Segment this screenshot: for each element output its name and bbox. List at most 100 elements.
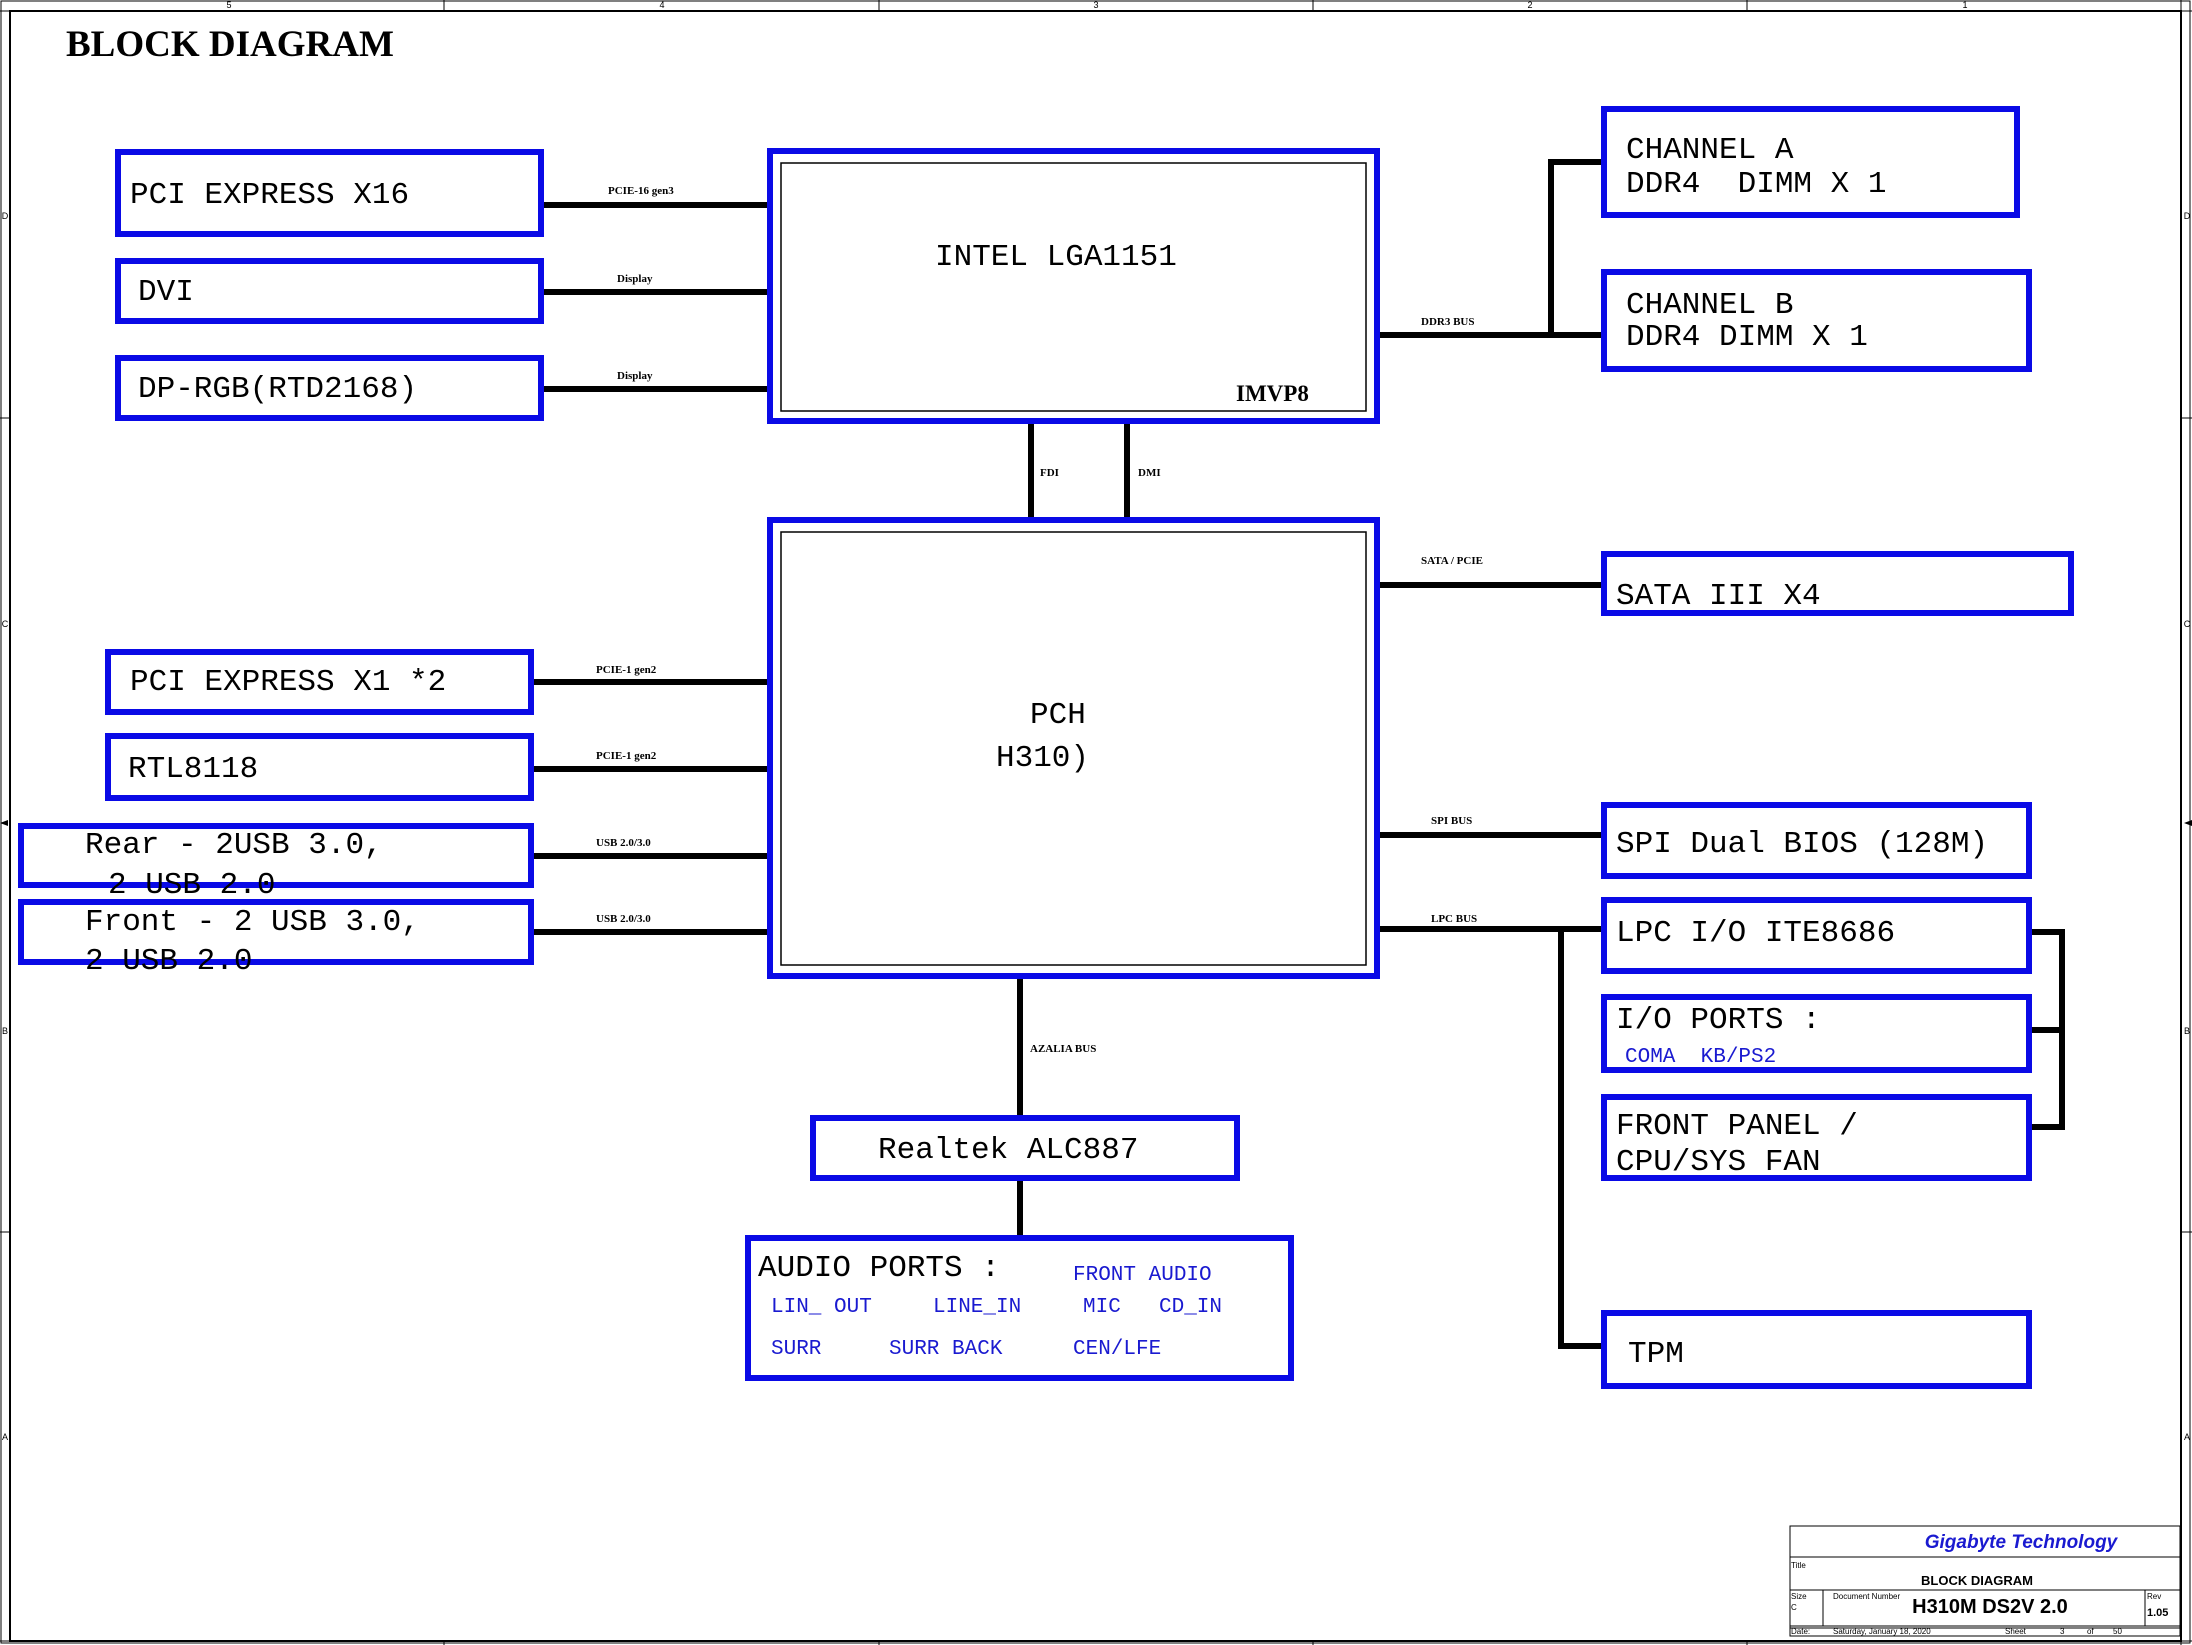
io-ports-list: COMA KB/PS2 [1625,1046,1776,1069]
block-spi-bios[interactable]: SPI Dual BIOS (128M) [1601,802,2032,879]
block-label: Realtek ALC887 [878,1133,1138,1168]
block-label: DDR4 DIMM X 1 [1626,167,1886,202]
row-dividers [0,417,2192,1233]
block-usb-front[interactable]: Front - 2 USB 3.0, 2 USB 2.0 [18,899,534,979]
block-pch[interactable]: PCH H310) [767,517,1380,979]
block-label: 2 USB 2.0 [108,868,275,903]
title-block: Gigabyte Technology Title BLOCK DIAGRAM … [1789,1525,2181,1637]
block-label: CHANNEL B [1626,288,1793,323]
row-marker: A [2,1432,8,1442]
bus-label-display-dvi: Display [617,273,653,285]
block-label: I/O PORTS : [1616,1003,1821,1038]
company-name: Gigabyte Technology [1925,1532,2119,1553]
bus-label-ddr: DDR3 BUS [1421,316,1474,328]
block-label: PCI EXPRESS X16 [130,178,409,213]
block-label: CHANNEL A [1626,133,1794,168]
block-io-ports[interactable]: I/O PORTS : COMA KB/PS2 [1601,994,2032,1073]
block-front-panel[interactable]: FRONT PANEL / CPU/SYS FAN [1601,1094,2032,1181]
block-audio-codec[interactable]: Realtek ALC887 [810,1115,1240,1181]
row-marker: B [2184,1026,2190,1036]
sheet-label: Sheet [2005,1627,2027,1636]
block-label: PCI EXPRESS X1 *2 [130,665,446,700]
block-label: LPC I/O ITE8686 [1616,916,1895,951]
sheet-number: 3 [2060,1627,2065,1636]
block-ddr-channel-b[interactable]: CHANNEL B DDR4 DIMM X 1 [1601,269,2032,372]
column-marker: 4 [659,0,664,10]
bus-label-pcie1a: PCIE-1 gen2 [596,664,657,676]
pch-inner-outline [780,531,1367,966]
block-label: FRONT PANEL / [1616,1109,1858,1144]
audio-port: LINE_IN [933,1296,1021,1319]
wires [528,159,2065,1349]
document-number-label: Document Number [1833,1592,1900,1601]
date-value: Saturday, January 18, 2020 [1833,1627,1931,1636]
size-value: C [1791,1603,1797,1612]
bus-label-sata-pcie: SATA / PCIE [1421,555,1483,567]
title-label: Title [1791,1561,1806,1570]
column-dividers [443,0,1748,1645]
column-marker: 1 [1962,0,1967,10]
sheet-title: BLOCK DIAGRAM [1921,1573,2033,1588]
block-usb-rear[interactable]: Rear - 2USB 3.0, 2 USB 2.0 [18,823,534,903]
row-marker: D [2184,211,2191,221]
block-label: RTL8118 [128,752,258,787]
size-label: Size [1791,1592,1807,1601]
of-label: of [2087,1627,2094,1636]
audio-port: MIC [1083,1296,1121,1319]
document-number: H310M DS2V 2.0 [1912,1596,2068,1618]
column-markers-top: 5 4 3 2 1 [226,0,1967,10]
bus-label-display-dp: Display [617,370,653,382]
bus-label-azalia: AZALIA BUS [1030,1043,1096,1055]
date-label: Date: [1791,1627,1810,1636]
block-pcie-x16[interactable]: PCI EXPRESS X16 [115,149,544,237]
audio-port: SURR BACK [889,1338,1003,1361]
bus-label-usb-front: USB 2.0/3.0 [596,913,651,925]
row-markers-right: D C B A [2184,211,2191,1442]
block-pcie-x1[interactable]: PCI EXPRESS X1 *2 [105,649,534,715]
block-label: DP-RGB(RTD2168) [138,372,417,407]
block-label: DVI [138,275,194,310]
block-audio-ports[interactable]: AUDIO PORTS : FRONT AUDIO LIN_ OUT LINE_… [745,1235,1294,1381]
audio-port: LIN_ OUT [771,1296,872,1319]
bus-labels: PCIE-16 gen3 Display Display DDR3 BUS FD… [596,185,1483,1055]
column-marker: 5 [226,0,231,10]
block-lpc-superio[interactable]: LPC I/O ITE8686 [1601,897,2032,974]
bus-label-pcie1b: PCIE-1 gen2 [596,750,657,762]
block-dp-rgb[interactable]: DP-RGB(RTD2168) [115,355,544,421]
bus-label-fdi: FDI [1040,467,1059,479]
block-label: 2 USB 2.0 [85,944,252,979]
row-marker: D [2,211,9,221]
row-marker: A [2184,1432,2190,1442]
block-tpm[interactable]: TPM [1601,1310,2032,1389]
bus-label-dmi: DMI [1138,467,1161,479]
cpu-vr-label: IMVP8 [1236,381,1309,406]
row-marker: B [2,1026,8,1036]
block-dvi[interactable]: DVI [115,258,544,324]
bus-label-spi: SPI BUS [1431,815,1472,827]
block-label: TPM [1628,1337,1684,1372]
block-label: SPI Dual BIOS (128M) [1616,827,1988,862]
bus-label-lpc: LPC BUS [1431,913,1477,925]
block-ddr-channel-a[interactable]: CHANNEL A DDR4 DIMM X 1 [1601,106,2020,218]
block-cpu[interactable]: INTEL LGA1151 IMVP8 [767,148,1380,424]
audio-port: SURR [771,1338,822,1361]
bus-label-usb-rear: USB 2.0/3.0 [596,837,651,849]
page-title: BLOCK DIAGRAM [66,24,394,65]
audio-port: CD_IN [1159,1296,1222,1319]
bus-label-pcie16: PCIE-16 gen3 [608,185,674,197]
block-label: Rear - 2USB 3.0, [85,828,383,863]
row-marker: C [2,619,9,629]
pch-name: PCH [1030,698,1086,733]
row-marker: C [2184,619,2191,629]
block-rtl8118[interactable]: RTL8118 [105,733,534,801]
block-label: CPU/SYS FAN [1616,1145,1821,1180]
block-label: DDR4 DIMM X 1 [1626,320,1868,355]
audio-port-front: FRONT AUDIO [1073,1264,1212,1287]
column-marker: 2 [1527,0,1532,10]
audio-port: CEN/LFE [1073,1338,1161,1361]
cpu-name: INTEL LGA1151 [935,240,1177,275]
block-sata[interactable]: SATA III X4 [1601,551,2074,616]
sheet-total: 50 [2113,1627,2122,1636]
audio-ports-title: AUDIO PORTS : [758,1251,1000,1286]
